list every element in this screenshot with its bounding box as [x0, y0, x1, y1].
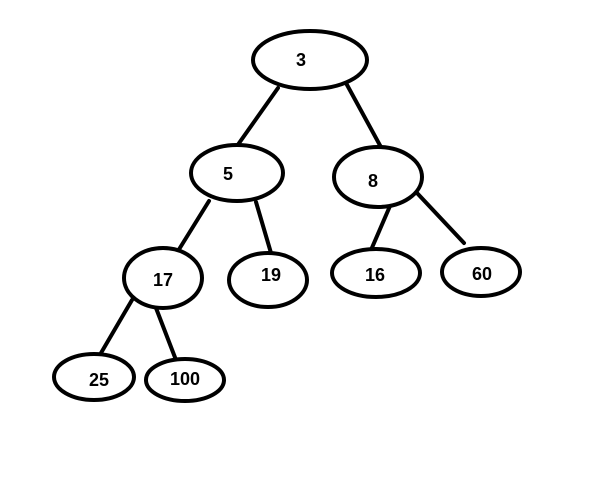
node-ellipse	[227, 251, 309, 309]
node-ellipse	[122, 246, 204, 310]
node-ellipse	[251, 29, 369, 91]
node-ellipse	[330, 247, 422, 299]
node-label: 3	[296, 50, 306, 70]
node-ellipse	[189, 143, 285, 203]
tree-node-25: 25	[52, 352, 136, 402]
tree-edge-17-to-100	[154, 306, 178, 362]
tree-node-16: 16	[330, 247, 422, 299]
node-label: 100	[170, 369, 200, 389]
tree-edge-17-to-25	[99, 298, 134, 355]
node-label: 5	[223, 164, 233, 184]
tree-edge-3-to-5	[235, 86, 280, 148]
tree-node-100: 100	[144, 357, 226, 403]
tree-node-8: 8	[332, 145, 424, 209]
tree-node-19: 19	[227, 251, 309, 309]
tree-edge-5-to-19	[254, 200, 273, 255]
tree-edge-5-to-17	[176, 199, 211, 253]
node-label: 25	[89, 370, 109, 390]
node-ellipse	[52, 352, 136, 402]
tree-node-60: 60	[440, 246, 522, 298]
node-ellipse	[144, 357, 226, 403]
node-label: 16	[365, 265, 385, 285]
tree-node-3: 3	[251, 29, 369, 91]
node-ellipse	[332, 145, 424, 209]
tree-edge-8-to-16	[369, 204, 392, 252]
tree-edges	[99, 81, 466, 362]
tree-nodes: 3 5 8 17 19 16 60 25 100	[52, 29, 522, 403]
tree-node-17: 17	[122, 246, 204, 310]
node-label: 19	[261, 265, 281, 285]
tree-edge-3-to-8	[344, 81, 384, 151]
node-label: 17	[153, 270, 173, 290]
node-label: 8	[368, 171, 378, 191]
tree-node-5: 5	[189, 143, 285, 203]
tree-edge-8-to-60	[415, 191, 466, 245]
node-ellipse	[440, 246, 522, 298]
node-label: 60	[472, 264, 492, 284]
